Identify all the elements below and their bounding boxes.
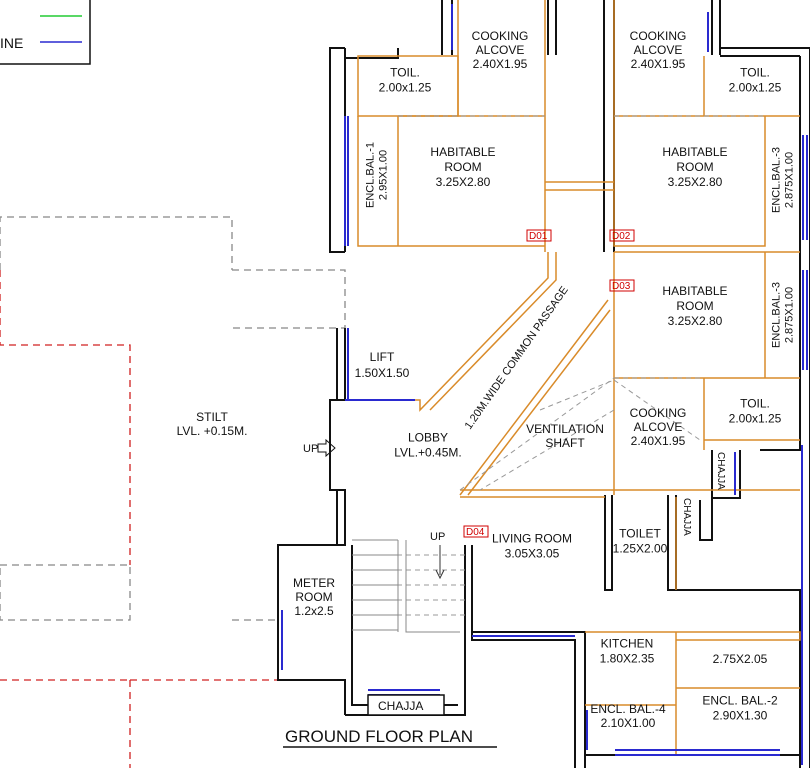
- legend-label: INE: [0, 35, 23, 51]
- passage-label: 1.20M.WIDE COMMON PASSAGE: [463, 284, 571, 431]
- room-label-hab3-line: HABITABLE: [662, 284, 727, 298]
- room-label-hab3-line: ROOM: [676, 299, 713, 313]
- room-label-living-line: 3.05X3.05: [505, 547, 560, 561]
- up-arrow-icon: [317, 438, 336, 458]
- room-label-meter-line: METER: [293, 576, 335, 590]
- room-label-toil1: TOIL.2.00x1.25: [379, 66, 432, 95]
- room-label-cook3-line: ALCOVE: [634, 420, 683, 434]
- room-label-lift-line: LIFT: [370, 350, 395, 364]
- room-label-cook1-line: COOKING: [472, 29, 529, 43]
- up-label-stair: UP: [430, 531, 445, 543]
- room-label-stilt-line: STILT: [196, 410, 228, 424]
- room-label-cook3-line: 2.40X1.95: [631, 434, 686, 448]
- room-label-kitchen-line: 1.80X2.35: [600, 652, 655, 666]
- chajja-label-bottom: CHAJJA: [378, 699, 423, 713]
- room-label-hab1-line: 3.25X2.80: [436, 175, 491, 189]
- room-label-hab2-line: ROOM: [676, 160, 713, 174]
- room-label-encl1-line: 2.95X1.00: [377, 150, 389, 200]
- room-label-toil2-line: TOIL.: [740, 66, 770, 80]
- room-label-encl4-line: 2.10X1.00: [601, 716, 656, 730]
- staircase: [352, 539, 460, 633]
- room-label-toil2-line: 2.00x1.25: [729, 81, 782, 95]
- room-labels: TOIL.2.00x1.25COOKINGALCOVE2.40X1.95HABI…: [177, 29, 796, 730]
- room-label-hab3-line: 3.25X2.80: [668, 314, 723, 328]
- windows: [281, 4, 808, 765]
- room-label-meter-line: ROOM: [295, 590, 332, 604]
- chajja-box: [367, 694, 445, 716]
- room-label-hab1-line: HABITABLE: [430, 145, 495, 159]
- room-label-lobby-line: LOBBY: [408, 431, 448, 445]
- room-label-cook1-line: ALCOVE: [476, 43, 525, 57]
- room-label-room275: 2.75X2.05: [713, 652, 768, 666]
- room-label-toil3: TOIL.2.00x1.25: [729, 397, 782, 426]
- room-label-toil1-line: 2.00x1.25: [379, 81, 432, 95]
- room-label-toil3-line: TOIL.: [740, 397, 770, 411]
- room-label-cook1-line: 2.40X1.95: [473, 57, 528, 71]
- room-label-toil3-line: 2.00x1.25: [729, 412, 782, 426]
- room-label-encl4-line: ENCL. BAL.-4: [590, 702, 666, 716]
- room-label-lift: LIFT 1.50X1.50: [355, 350, 410, 380]
- room-label-encl3b-line: 2.875X1.00: [783, 287, 795, 343]
- inner-walls: [345, 0, 801, 755]
- room-label-room275-line: 2.75X2.05: [713, 652, 768, 666]
- room-label-cook3-line: COOKING: [630, 406, 687, 420]
- room-label-lobby-line: LVL.+0.45M.: [394, 446, 462, 460]
- door-tag-d01: D01: [529, 231, 548, 242]
- room-label-stilt-line: LVL. +0.15M.: [177, 424, 248, 438]
- up-label-lobby: UP: [303, 443, 318, 455]
- room-label-living-line: LIVING ROOM: [492, 532, 572, 546]
- room-label-encl2-line: ENCL. BAL.-2: [702, 694, 778, 708]
- room-label-hab2-line: 3.25X2.80: [668, 175, 723, 189]
- stilt-area: [0, 216, 346, 768]
- room-label-toilet4-line: TOILET: [619, 527, 661, 541]
- room-label-encl4: ENCL. BAL.-42.10X1.00: [590, 702, 666, 730]
- room-label-cook2-line: COOKING: [630, 29, 687, 43]
- room-label-encl3a-line: ENCL.BAL.-3: [770, 147, 782, 213]
- door-tag-d02: D02: [612, 231, 631, 242]
- door-tag-d04: D04: [466, 527, 485, 538]
- room-label-toil1-line: TOIL.: [390, 66, 420, 80]
- room-label-encl3a-line: 2.875X1.00: [783, 152, 795, 208]
- room-label-hab1-line: ROOM: [444, 160, 481, 174]
- room-label-encl2-line: 2.90X1.30: [713, 709, 768, 723]
- dashed-openings: [352, 115, 765, 616]
- room-label-cook2-line: ALCOVE: [634, 43, 683, 57]
- room-label-kitchen-line: KITCHEN: [601, 637, 654, 651]
- legend: INE: [0, 0, 91, 65]
- room-label-hab2-line: HABITABLE: [662, 145, 727, 159]
- room-label-encl3b-line: ENCL.BAL.-3: [770, 282, 782, 348]
- chajja-label-right: CHAJJA: [715, 452, 726, 490]
- room-label-encl1-line: ENCL.BAL.-1: [364, 142, 376, 208]
- room-label-lift-line: 1.50X1.50: [355, 366, 410, 380]
- plan-title: GROUND FLOOR PLAN: [285, 727, 473, 746]
- door-tag-d03: D03: [612, 281, 631, 292]
- door-tags: D01 D02 D03 D04: [463, 229, 635, 538]
- chajja-label-middle: CHAJJA: [681, 498, 692, 536]
- room-label-cook2-line: 2.40X1.95: [631, 57, 686, 71]
- room-label-toilet4-line: 1.25X2.00: [613, 542, 668, 556]
- room-label-meter-line: 1.2x2.5: [294, 604, 334, 618]
- room-label-vent-line: SHAFT: [545, 436, 585, 450]
- room-label-vent-line: VENTILATION: [526, 422, 604, 436]
- room-label-encl2: ENCL. BAL.-22.90X1.30: [702, 694, 778, 723]
- room-label-toil2: TOIL.2.00x1.25: [729, 66, 782, 95]
